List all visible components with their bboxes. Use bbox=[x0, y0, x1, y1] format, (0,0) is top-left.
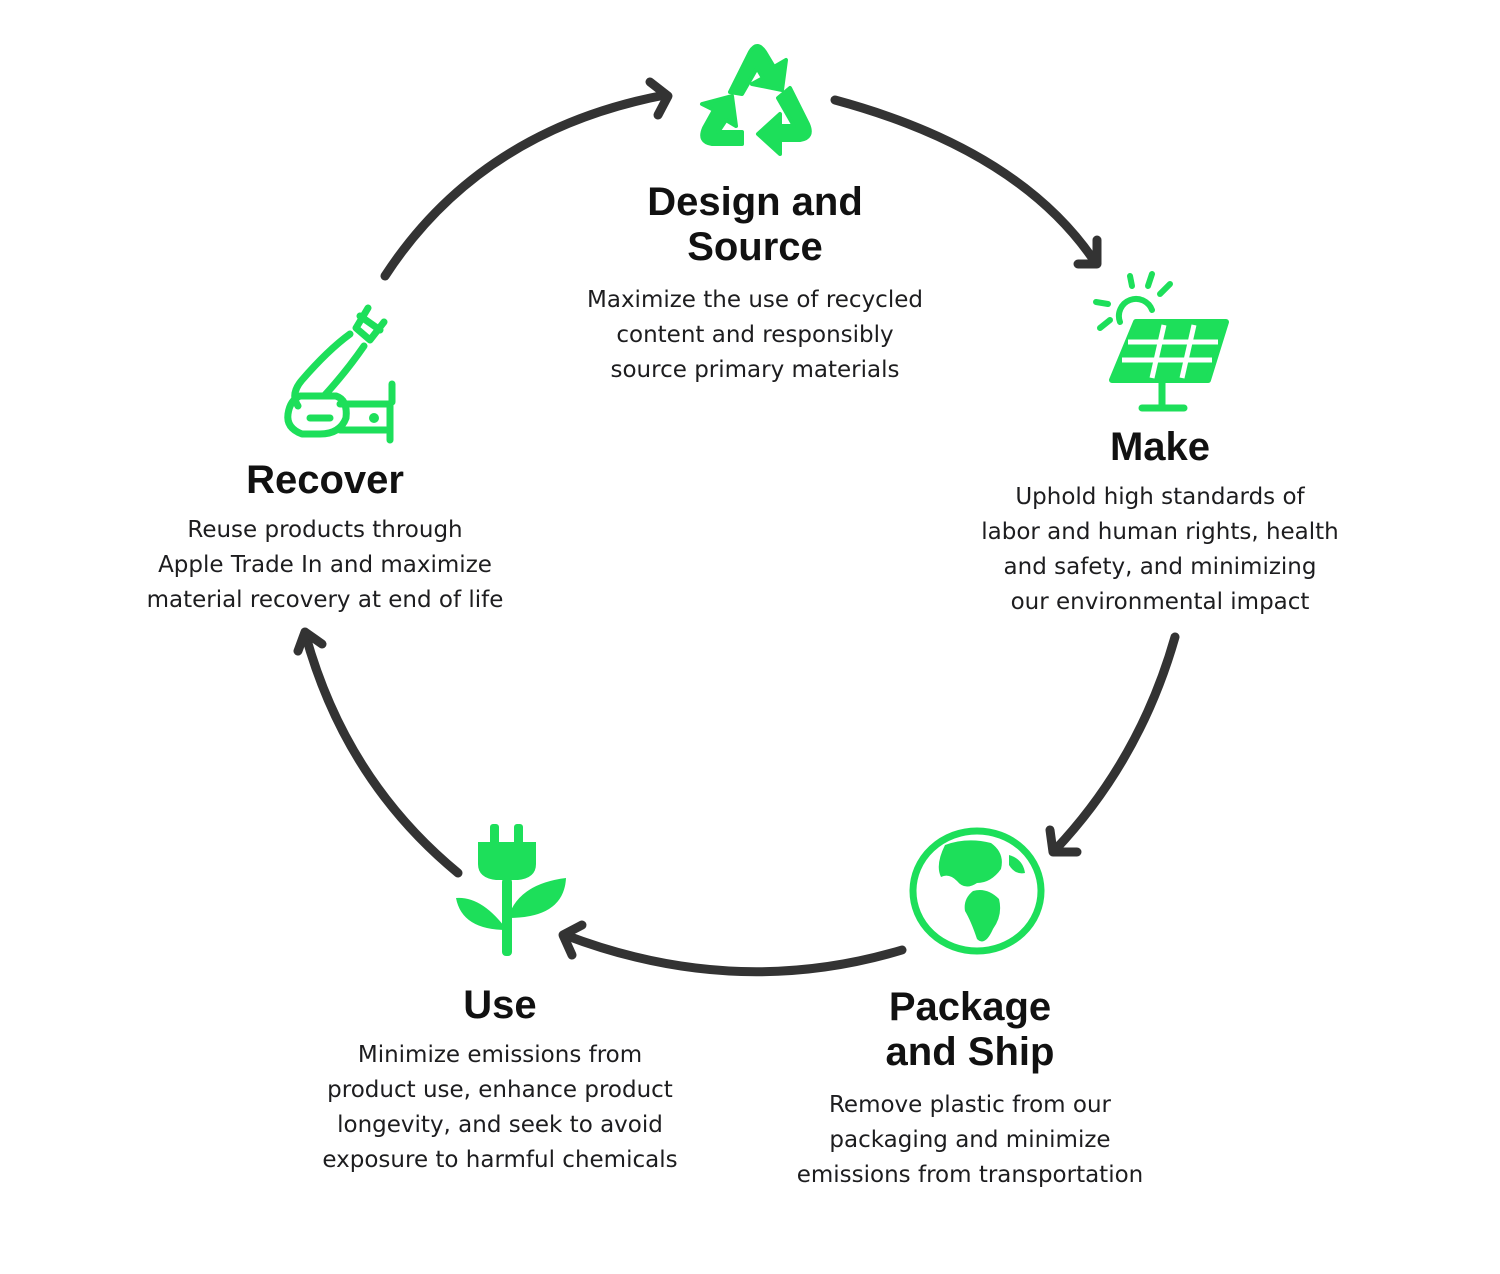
arrowhead-make-to-package bbox=[1045, 825, 1082, 857]
description-line: source primary materials bbox=[610, 357, 900, 383]
description-line: Minimize emissions from bbox=[357, 1042, 643, 1068]
description-line: exposure to harmful chemicals bbox=[322, 1147, 678, 1173]
stage-description: Minimize emissions from product use, enh… bbox=[290, 1038, 710, 1178]
robot-arm-icon bbox=[284, 304, 396, 444]
description-line: Maximize the use of recycled bbox=[587, 287, 923, 313]
solar-panel-icon bbox=[1093, 271, 1229, 412]
arrow-design-to-make bbox=[830, 95, 1100, 267]
globe-icon bbox=[909, 827, 1045, 955]
stage-title-line: Source bbox=[687, 225, 823, 269]
stage-title-line: Package bbox=[888, 985, 1052, 1029]
stage-title-line: Make bbox=[1109, 425, 1211, 469]
stage-title-line: Design and bbox=[647, 180, 863, 224]
stage-make: Make Uphold high standards of labor and … bbox=[960, 425, 1360, 620]
description-line: packaging and minimize bbox=[829, 1127, 1111, 1153]
stage-title: Make bbox=[960, 425, 1360, 470]
description-line: labor and human rights, health bbox=[981, 519, 1339, 545]
description-line: longevity, and seek to avoid bbox=[337, 1112, 663, 1138]
stage-use: Use Minimize emissions from product use,… bbox=[290, 983, 710, 1178]
description-line: Remove plastic from our bbox=[828, 1092, 1112, 1118]
stage-description: Remove plastic from our packaging and mi… bbox=[760, 1088, 1180, 1193]
plug-plant-icon bbox=[456, 824, 566, 956]
description-line: Uphold high standards of bbox=[1015, 484, 1305, 510]
stage-description: Uphold high standards of labor and human… bbox=[960, 480, 1360, 620]
description-line: our environmental impact bbox=[1010, 589, 1310, 615]
description-line: product use, enhance product bbox=[327, 1077, 673, 1103]
stage-recover: Recover Reuse products through Apple Tra… bbox=[120, 458, 530, 618]
stage-package-and-ship: Package and Ship Remove plastic from our… bbox=[760, 985, 1180, 1193]
description-line: content and responsibly bbox=[616, 322, 894, 348]
stage-title-line: Use bbox=[463, 983, 537, 1027]
arrow-recover-to-design bbox=[380, 90, 670, 281]
stage-title: Design and Source bbox=[520, 180, 990, 270]
description-line: emissions from transportation bbox=[796, 1162, 1144, 1188]
stage-title: Use bbox=[290, 983, 710, 1028]
stage-title-line: Recover bbox=[246, 458, 404, 502]
stage-title: Package and Ship bbox=[760, 985, 1180, 1075]
arrowhead-use-to-recover bbox=[293, 627, 327, 656]
stage-title-line: and Ship bbox=[885, 1030, 1055, 1074]
stage-title: Recover bbox=[120, 458, 530, 503]
stage-design-and-source: Design and Source Maximize the use of re… bbox=[520, 180, 990, 388]
description-line: Reuse products through bbox=[187, 517, 463, 543]
description-line: and safety, and minimizing bbox=[1003, 554, 1317, 580]
arrowhead-recover-to-design bbox=[645, 77, 673, 120]
description-line: Apple Trade In and maximize bbox=[158, 552, 492, 578]
arrow-make-to-package bbox=[1050, 632, 1180, 855]
description-line: material recovery at end of life bbox=[146, 587, 504, 613]
arrow-use-to-recover bbox=[300, 628, 463, 878]
arrowhead-package-to-use bbox=[558, 920, 587, 960]
stage-description: Maximize the use of recycled content and… bbox=[520, 283, 990, 388]
stage-description: Reuse products through Apple Trade In an… bbox=[120, 513, 530, 618]
arrow-package-to-use bbox=[560, 930, 907, 977]
arrowhead-design-to-make bbox=[1073, 235, 1102, 269]
recycle-icon bbox=[700, 44, 812, 156]
